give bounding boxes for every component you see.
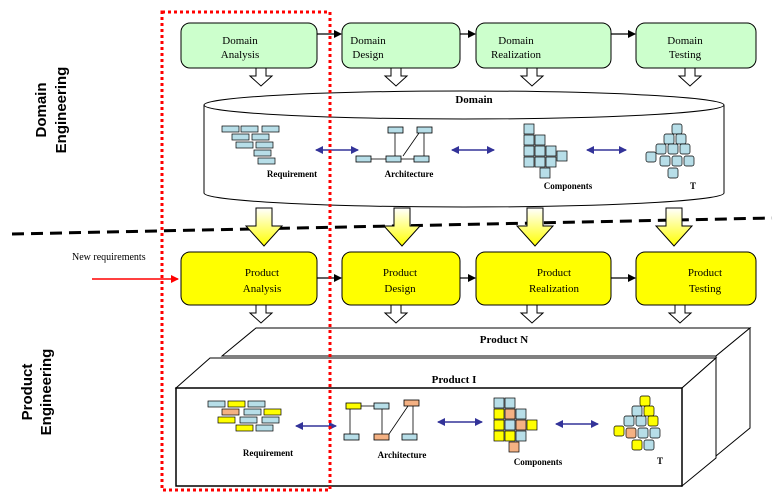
down-arrow-icon xyxy=(383,304,409,324)
product-step-label: Product xyxy=(537,267,571,279)
architecture-icon xyxy=(355,126,433,163)
artifact-label-test: T xyxy=(690,181,696,191)
product-step-design: Product Design xyxy=(341,251,461,306)
architecture-icon xyxy=(343,399,420,441)
components-icon xyxy=(493,397,538,453)
product-step-label: Testing xyxy=(689,283,722,295)
product-engineering-label-1: Product xyxy=(19,364,36,421)
new-requirements-label: New requirements xyxy=(72,252,146,263)
artifact-label-architecture: Architecture xyxy=(378,450,427,460)
requirement-tree-icon xyxy=(221,125,280,165)
domain-engineering-label-1: Domain xyxy=(33,82,50,137)
down-arrow-icon xyxy=(382,207,422,247)
domain-engineering-label-2: Engineering xyxy=(53,67,70,154)
artifact-label-components: Components xyxy=(514,457,563,467)
domain-step-testing: Domain Testing xyxy=(635,22,757,69)
product-n-title: Product N xyxy=(480,334,528,346)
artifact-label-requirement: Requirement xyxy=(267,169,317,179)
product-step-label: Analysis xyxy=(243,283,282,295)
domain-step-label: Domain xyxy=(222,35,258,47)
product-step-label: Design xyxy=(384,283,416,295)
down-arrow-icon xyxy=(519,67,545,87)
artifact-label-components: Components xyxy=(544,181,593,191)
product-step-label: Product xyxy=(245,267,279,279)
product-step-label: Product xyxy=(383,267,417,279)
test-puzzle-icon xyxy=(645,123,695,179)
down-arrow-icon xyxy=(677,67,703,87)
domain-step-label: Realization xyxy=(491,49,542,61)
domain-step-label: Design xyxy=(352,49,384,61)
product-engineering-label-2: Engineering xyxy=(38,349,55,436)
domain-step-analysis: Domain Analysis xyxy=(180,22,318,69)
artifact-label-requirement: Requirement xyxy=(243,448,293,458)
product-step-label: Product xyxy=(688,267,722,279)
domain-step-label: Domain xyxy=(667,35,703,47)
domain-step-label: Testing xyxy=(669,49,702,61)
down-arrow-icon xyxy=(654,207,694,247)
domain-step-label: Domain xyxy=(350,35,386,47)
domain-step-realization: Domain Realization xyxy=(475,22,612,69)
down-arrow-icon xyxy=(519,304,545,324)
down-arrow-icon xyxy=(248,67,274,87)
product-step-realization: Product Realization xyxy=(475,251,612,306)
product-step-testing: Product Testing xyxy=(635,251,757,306)
domain-step-design: Domain Design xyxy=(341,22,461,69)
down-arrow-icon xyxy=(383,67,409,87)
down-arrow-icon xyxy=(248,304,274,324)
analysis-highlight-frame xyxy=(160,10,332,492)
product-i-title: Product I xyxy=(432,374,477,386)
components-icon xyxy=(523,123,568,179)
requirement-tree-icon xyxy=(207,400,282,432)
down-arrow-icon xyxy=(667,304,693,324)
test-puzzle-icon xyxy=(613,395,661,451)
product-step-analysis: Product Analysis xyxy=(180,251,318,306)
artifact-label-test: T xyxy=(657,456,663,466)
down-arrow-icon xyxy=(244,207,284,247)
artifact-label-architecture: Architecture xyxy=(385,169,434,179)
repository-title: Domain xyxy=(455,94,492,106)
domain-step-label: Domain xyxy=(498,35,534,47)
down-arrow-icon xyxy=(515,207,555,247)
domain-step-label: Analysis xyxy=(221,49,260,61)
domain-repository: Domain xyxy=(203,90,725,208)
product-step-label: Realization xyxy=(529,283,580,295)
